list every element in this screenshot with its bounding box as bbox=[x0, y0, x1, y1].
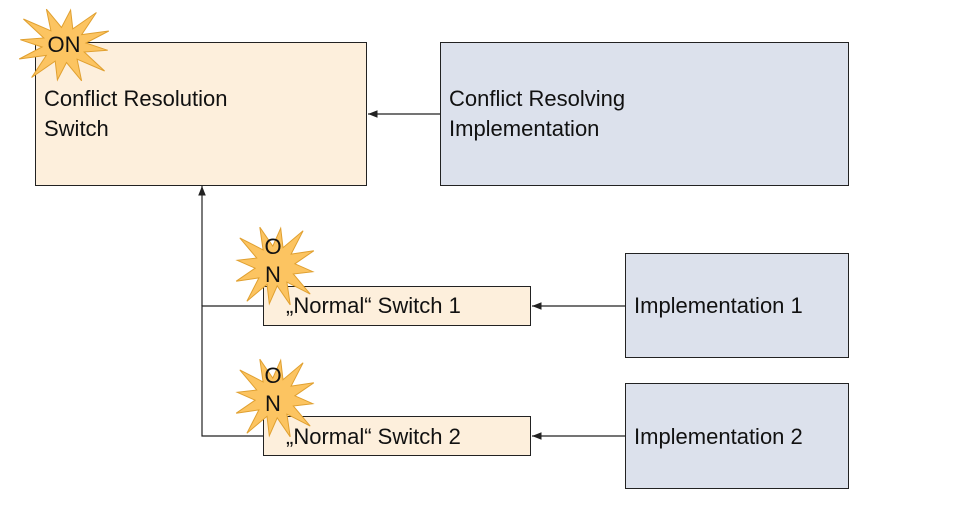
on-starburst-icon bbox=[18, 8, 110, 82]
normal-switch-1-label: „Normal“ Switch 1 bbox=[286, 293, 461, 318]
implementation-1-box bbox=[625, 253, 849, 358]
edge-switches-to-conflict-switch bbox=[201, 305, 263, 437]
conflict-switch-on-badge: ON bbox=[47, 32, 81, 57]
conflict-resolving-implementation-label: Conflict Resolving Implementation bbox=[449, 86, 626, 141]
normal-switch-2-label: „Normal“ Switch 2 bbox=[286, 424, 461, 449]
implementation-1-label: Implementation 1 bbox=[634, 293, 803, 318]
on-starburst-icon bbox=[235, 226, 315, 306]
normal-switch-2-on-badge: ON bbox=[264, 363, 282, 416]
conflict-resolving-implementation-box bbox=[440, 42, 849, 186]
implementation-2-label: Implementation 2 bbox=[634, 424, 803, 449]
conflict-resolution-switch-label: Conflict Resolution Switch bbox=[44, 86, 228, 141]
normal-switch-1-on-badge: ON bbox=[264, 234, 282, 287]
on-starburst-icon bbox=[235, 358, 315, 438]
conflict-resolution-switch-box bbox=[35, 42, 367, 186]
implementation-2-box bbox=[625, 383, 849, 489]
